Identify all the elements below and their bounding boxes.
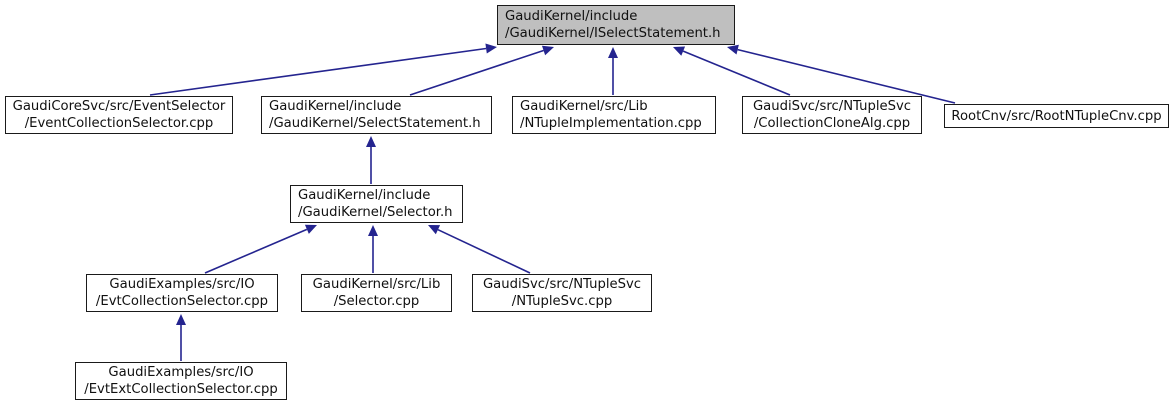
node-collectionclonealg-cpp-line-1: GaudiSvc/src/NTupleSvc: [752, 99, 912, 114]
edge-eventcollectionselector-to-iselectstatement-line: [149, 47, 487, 96]
node-selector-cpp-line-1: GaudiKernel/src/Lib: [312, 277, 441, 292]
edge-selectstatement-to-iselectstatement-arrowhead: [541, 45, 554, 56]
edge-evtextcollectionselector-to-evtcollectionselector: [176, 314, 186, 361]
node-selectstatement-h[interactable]: GaudiKernel/include/GaudiKernel/SelectSt…: [261, 96, 492, 134]
node-collectionclonealg-cpp[interactable]: GaudiSvc/src/NTupleSvc/CollectionCloneAl…: [742, 96, 922, 134]
edge-collectionclonealg-to-iselectstatement-arrowhead: [673, 46, 686, 56]
edge-evtcollectionselector-to-selector-h: [204, 224, 317, 274]
node-evtcollectionselector-cpp-line-1: GaudiExamples/src/IO: [109, 277, 255, 292]
node-selector-cpp[interactable]: GaudiKernel/src/Lib/Selector.cpp: [301, 274, 452, 312]
edge-rootntuplecnv-to-iselectstatement-arrowhead: [727, 44, 739, 55]
edge-rootntuplecnv-to-iselectstatement-line: [737, 48, 956, 104]
node-ntuplesvc-cpp-line-2: /NTupleSvc.cpp: [511, 294, 613, 309]
node-evtextcollectionselector-cpp-line-1: GaudiExamples/src/IO: [108, 365, 254, 380]
node-iselectstatement-h-line-2: /GaudiKernel/ISelectStatement.h: [505, 26, 721, 41]
edge-selector-cpp-to-selector-h-arrowhead: [368, 225, 378, 236]
node-rootntuplecnv-cpp[interactable]: RootCnv/src/RootNTupleCnv.cpp: [944, 104, 1169, 128]
edge-ntuplesvc-cpp-to-selector-h: [428, 225, 531, 274]
edge-evtcollectionselector-to-selector-h-line: [204, 228, 308, 274]
edge-ntuplesvc-cpp-to-selector-h-arrowhead: [428, 225, 441, 235]
node-rootntuplecnv-cpp-line-1: RootCnv/src/RootNTupleCnv.cpp: [951, 108, 1162, 124]
node-ntupleimplementation-cpp-line-2: /NTupleImplementation.cpp: [520, 116, 702, 131]
node-selectstatement-h-line-1: GaudiKernel/include: [269, 99, 402, 114]
node-selector-h[interactable]: GaudiKernel/include/GaudiKernel/Selector…: [290, 185, 463, 223]
edge-selector-cpp-to-selector-h: [368, 225, 378, 273]
edge-collectionclonealg-to-iselectstatement-line: [682, 50, 791, 96]
edge-evtextcollectionselector-to-evtcollectionselector-arrowhead: [176, 314, 186, 325]
node-evtextcollectionselector-cpp[interactable]: GaudiExamples/src/IO/EvtExtCollectionSel…: [75, 362, 287, 400]
node-selector-cpp-line-2: /Selector.cpp: [333, 294, 420, 309]
node-iselectstatement-h-line-1: GaudiKernel/include: [505, 9, 638, 24]
node-selector-h-line-1: GaudiKernel/include: [298, 188, 431, 203]
edge-selector-h-to-selectstatement: [366, 136, 376, 184]
node-collectionclonealg-cpp-line-2: /CollectionCloneAlg.cpp: [753, 116, 911, 131]
edge-collectionclonealg-to-iselectstatement: [673, 46, 791, 96]
node-eventcollectionselector-cpp-line-1: GaudiCoreSvc/src/EventSelector: [12, 99, 226, 114]
node-ntupleimplementation-cpp-line-1: GaudiKernel/src/Lib: [520, 99, 648, 114]
node-evtcollectionselector-cpp-line-2: /EvtCollectionSelector.cpp: [95, 294, 269, 309]
edge-ntuplesvc-cpp-to-selector-h-line: [437, 228, 531, 274]
edge-selector-h-to-selectstatement-arrowhead: [366, 136, 376, 147]
edge-eventcollectionselector-to-iselectstatement-arrowhead: [485, 43, 497, 54]
node-selectstatement-h-line-2: /GaudiKernel/SelectStatement.h: [269, 116, 481, 131]
edge-evtcollectionselector-to-selector-h-arrowhead: [304, 224, 317, 234]
node-evtextcollectionselector-cpp-line-2: /EvtExtCollectionSelector.cpp: [84, 382, 278, 397]
edge-ntupleimplementation-to-iselectstatement-arrowhead: [608, 47, 618, 58]
edge-selectstatement-to-iselectstatement: [409, 45, 554, 96]
edge-ntupleimplementation-to-iselectstatement: [608, 47, 618, 95]
node-selector-h-line-2: /GaudiKernel/Selector.h: [298, 205, 453, 220]
node-eventcollectionselector-cpp-line-2: /EventCollectionSelector.cpp: [24, 116, 214, 131]
edge-eventcollectionselector-to-iselectstatement: [149, 43, 497, 96]
node-ntupleimplementation-cpp[interactable]: GaudiKernel/src/Lib/NTupleImplementation…: [512, 96, 716, 134]
edge-rootntuplecnv-to-iselectstatement: [727, 44, 956, 104]
node-ntuplesvc-cpp[interactable]: GaudiSvc/src/NTupleSvc/NTupleSvc.cpp: [472, 274, 652, 312]
node-iselectstatement-h[interactable]: GaudiKernel/include/GaudiKernel/ISelectS…: [497, 5, 735, 45]
node-eventcollectionselector-cpp[interactable]: GaudiCoreSvc/src/EventSelector/EventColl…: [5, 96, 233, 134]
node-ntuplesvc-cpp-line-1: GaudiSvc/src/NTupleSvc: [482, 277, 642, 292]
edge-selectstatement-to-iselectstatement-line: [409, 49, 544, 96]
node-evtcollectionselector-cpp[interactable]: GaudiExamples/src/IO/EvtCollectionSelect…: [86, 274, 278, 312]
